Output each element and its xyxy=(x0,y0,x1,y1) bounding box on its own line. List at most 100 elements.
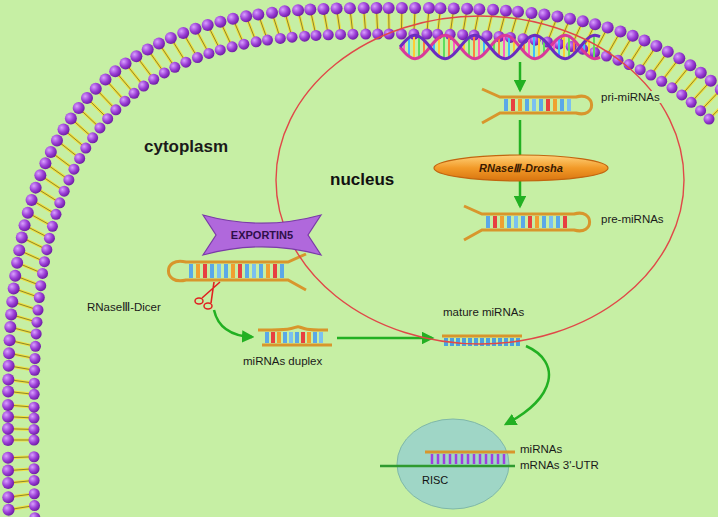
lipid-head xyxy=(704,114,715,125)
base-pair xyxy=(538,36,540,58)
base-pair xyxy=(553,99,557,111)
lipid-head xyxy=(2,423,14,435)
lipid-head xyxy=(8,282,20,294)
base-pair xyxy=(593,35,595,59)
lipid-head xyxy=(538,9,550,21)
base xyxy=(498,338,502,346)
lipid-head xyxy=(602,22,614,34)
mirna-duplex xyxy=(258,327,332,345)
lipid-head xyxy=(299,31,310,42)
lipid-head xyxy=(2,452,14,464)
lipid-head xyxy=(142,43,154,55)
base-pair xyxy=(438,37,440,56)
lipid-head xyxy=(39,256,50,267)
rna-strand xyxy=(442,335,522,338)
lipid-head xyxy=(526,7,538,19)
base-pair xyxy=(473,35,475,59)
lipid-head xyxy=(2,399,14,411)
lipid-head xyxy=(347,29,358,40)
lipid-head xyxy=(335,29,346,40)
lipid-head xyxy=(370,2,382,14)
base-pair xyxy=(289,332,293,343)
lipid-head xyxy=(2,411,14,423)
base-pair xyxy=(467,454,470,464)
node-drosha-enzyme: RNaseⅢ-Drosha xyxy=(433,154,609,182)
lipid-head xyxy=(110,104,121,115)
lipid-head xyxy=(705,75,717,87)
lipid-head xyxy=(94,122,105,133)
lipid-head xyxy=(9,270,21,282)
base-pair xyxy=(485,454,488,464)
base xyxy=(480,338,484,346)
molecule-label: pri-miRNAs xyxy=(600,91,661,103)
lipid-head xyxy=(51,134,63,146)
risc-complex-shape xyxy=(397,419,509,509)
lipid-head xyxy=(2,385,14,397)
molecule-label: miRNAs duplex xyxy=(242,355,323,367)
base-pair xyxy=(511,99,515,111)
base-pair xyxy=(231,264,235,278)
rna-hairpin xyxy=(168,254,306,290)
lipid-head xyxy=(577,15,589,27)
lipid-head xyxy=(423,2,435,14)
lipid-head xyxy=(240,10,252,22)
base-pair xyxy=(563,35,565,59)
lipid-head xyxy=(102,113,113,124)
lipid-head xyxy=(29,402,40,413)
base-pair xyxy=(518,99,522,111)
base-pair xyxy=(448,36,450,58)
lipid-head xyxy=(227,13,239,25)
lipid-head xyxy=(383,2,395,14)
lipid-head xyxy=(238,39,249,50)
lipid-head xyxy=(29,435,40,446)
lipid-head xyxy=(292,4,304,16)
lipid-head xyxy=(344,2,356,14)
lipid-head xyxy=(6,296,18,308)
base-pair xyxy=(539,99,543,111)
base-pair xyxy=(533,35,535,59)
lipid-head xyxy=(192,52,203,63)
lipid-head xyxy=(512,6,524,18)
rna-hairpins xyxy=(168,89,591,346)
base-pair xyxy=(252,264,256,278)
base-pair xyxy=(210,264,214,278)
lipid-head xyxy=(715,84,718,96)
lipid-head xyxy=(73,102,85,114)
base-pair xyxy=(507,216,511,228)
scissors-handle xyxy=(204,303,212,309)
lipid-head xyxy=(180,57,191,68)
base-pair xyxy=(418,36,420,58)
scissors-blade xyxy=(202,282,220,303)
lipid-head xyxy=(564,13,576,25)
molecule-label: mature miRNAs xyxy=(442,306,525,318)
base-pair xyxy=(283,332,287,343)
compartment-label: nucleus xyxy=(330,170,394,190)
base-pair xyxy=(500,216,504,228)
lipid-head xyxy=(29,512,40,517)
mrna-strand xyxy=(380,465,515,468)
exportin5-channel-shape xyxy=(203,215,321,255)
complex-label: RISC xyxy=(422,474,448,486)
lipid-head xyxy=(5,309,17,321)
molecule-label: pre-miRNAs xyxy=(600,213,665,225)
lipid-head xyxy=(635,64,646,75)
rna-strand xyxy=(262,344,332,347)
base-pair xyxy=(245,264,249,278)
lipid-head xyxy=(645,70,656,81)
lipid-head xyxy=(29,424,40,435)
base-pair xyxy=(498,37,500,56)
arrow xyxy=(337,337,432,340)
lipid-head xyxy=(45,146,57,158)
lipid-head xyxy=(26,194,38,206)
lipid-head xyxy=(41,244,52,255)
lipid-head xyxy=(214,16,226,28)
base-pair xyxy=(273,264,277,278)
base-pair xyxy=(568,36,570,58)
lipid-head xyxy=(80,143,91,154)
base-pair xyxy=(504,99,508,111)
lipid-head xyxy=(65,112,77,124)
base-pair xyxy=(196,264,200,278)
strand-label: miRNAs xyxy=(519,443,563,455)
lipid-head xyxy=(614,26,626,38)
